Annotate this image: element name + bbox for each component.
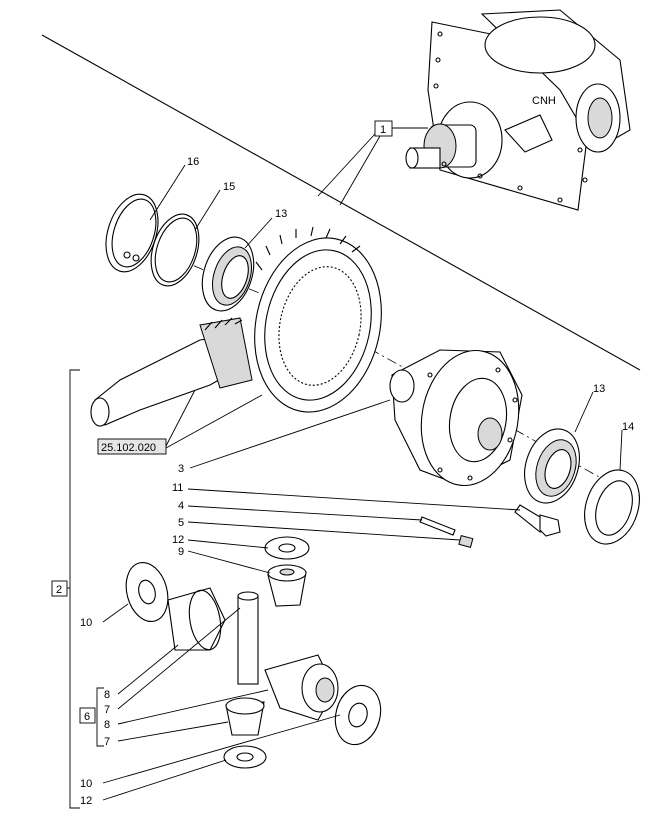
cross-shaft-7 [237, 591, 259, 685]
pinion-shaft [90, 317, 253, 427]
bearing-13-lower [524, 428, 580, 504]
callout-10-upper: 10 [80, 617, 92, 629]
differential-housing-3 [389, 349, 523, 487]
callout-8-lower: 8 [104, 719, 110, 731]
thrust-washer-12-upper [264, 536, 310, 560]
planet-gear-8-left [167, 587, 226, 651]
planet-gear-8-right [264, 654, 339, 721]
callout-12-upper: 12 [172, 534, 184, 546]
ring-gear [254, 226, 382, 413]
callout-11: 11 [172, 482, 183, 494]
callout-numbers: 16 15 13 13 14 3 11 4 5 12 9 10 8 7 8 7 … [80, 156, 634, 807]
assembly-label-1: 1 [317, 120, 428, 206]
thrust-washer-12-lower [223, 745, 267, 769]
thrust-washer-10-left [125, 562, 169, 622]
callout-10-lower: 10 [80, 778, 92, 790]
pin-4 [419, 516, 456, 536]
callout-7-upper: 7 [104, 704, 110, 716]
assembly-label-1-text: 1 [380, 124, 386, 136]
thrust-washer-10-right [334, 684, 382, 746]
transmission-housing-assembly: CNH [405, 9, 631, 211]
assembly-label-6-text: 6 [84, 711, 90, 723]
bearing-13-upper [201, 236, 255, 312]
callout-15: 15 [223, 181, 235, 193]
reference-label: 25.102.020 [97, 389, 263, 455]
callout-16: 16 [187, 156, 199, 168]
callout-12-lower: 12 [80, 795, 92, 807]
callout-14: 14 [622, 421, 634, 433]
assembly-bracket-6: 6 [79, 687, 104, 747]
bolt-11 [514, 504, 561, 537]
callout-7-lower: 7 [104, 736, 110, 748]
callout-3: 3 [178, 463, 184, 475]
callout-leaders [102, 164, 623, 801]
assembly-bracket-2: 2 [51, 369, 80, 809]
lock-ring-14 [584, 469, 640, 545]
callout-8-upper: 8 [104, 689, 110, 701]
reference-label-text: 25.102.020 [101, 442, 156, 454]
callout-5: 5 [178, 517, 184, 529]
side-gear-9-upper [267, 564, 307, 607]
shim-ring-15 [150, 213, 200, 287]
callout-9: 9 [178, 546, 184, 558]
callout-13-upper: 13 [275, 208, 287, 220]
callout-13-lower: 13 [593, 383, 605, 395]
callout-4: 4 [178, 500, 184, 512]
dowel-5 [458, 534, 474, 548]
side-gear-9-lower [225, 697, 265, 736]
assembly-label-2-text: 2 [56, 584, 62, 596]
housing-logo: CNH [532, 95, 556, 107]
snap-ring-16 [105, 193, 159, 273]
